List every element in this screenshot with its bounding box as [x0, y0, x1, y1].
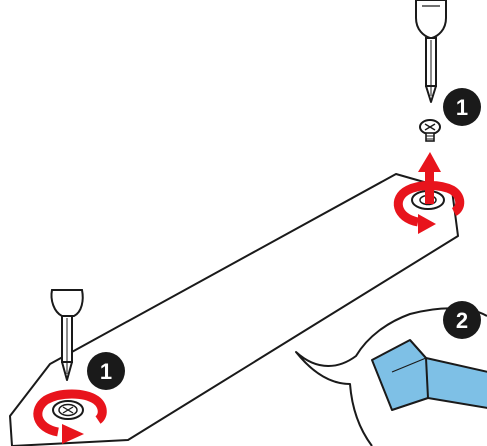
step-badge-callout: 2 — [443, 301, 481, 339]
step-number-bottom: 1 — [100, 359, 112, 384]
step-badge-bottom: 1 — [87, 352, 125, 390]
screw-icon — [53, 401, 83, 419]
screw-icon — [420, 120, 440, 141]
step-number-callout: 2 — [456, 308, 468, 333]
step-number-top: 1 — [456, 95, 468, 120]
step-badge-top: 1 — [443, 88, 481, 126]
screwdriver-icon — [416, 0, 446, 102]
